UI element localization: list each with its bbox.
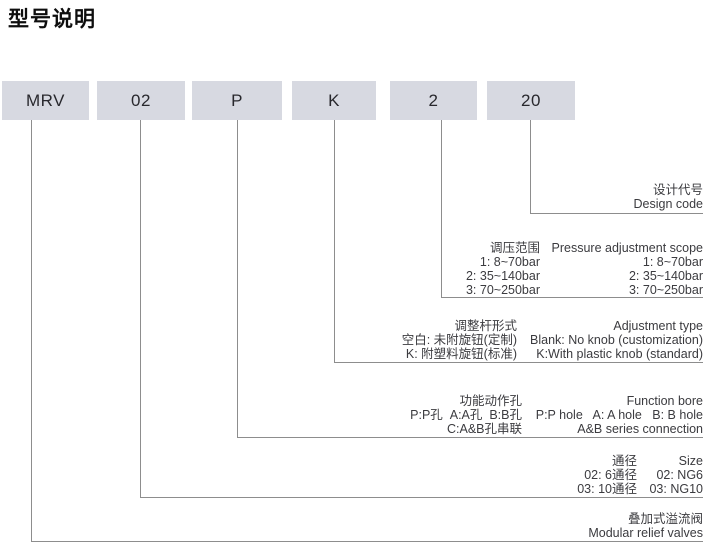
function-bore-header: 功能动作孔 Function bore bbox=[410, 394, 703, 408]
pressure-header: 调压范围 Pressure adjustment scope bbox=[466, 241, 703, 255]
connector-hline-function-bore bbox=[237, 437, 703, 438]
size-row-2: 03: 10通径 03: NG10 bbox=[577, 482, 703, 496]
pressure-row-3-cn: 3: 70~250bar bbox=[465, 283, 540, 297]
product-label-cn: 叠加式溢流阀 bbox=[627, 512, 703, 526]
section-pressure: 调压范围 Pressure adjustment scope 1: 8~70ba… bbox=[466, 241, 703, 297]
section-function-bore: 功能动作孔 Function bore P:P孔 A:A孔 B:B孔 P:P h… bbox=[410, 394, 703, 436]
connector-vline-k bbox=[334, 120, 335, 362]
adjustment-row-2-en: K:With plastic knob (standard) bbox=[536, 347, 703, 361]
pressure-row-1-cn: 1: 8~70bar bbox=[479, 255, 540, 269]
model-box-k: K bbox=[292, 81, 376, 120]
function-bore-row-2-cn: C:A&B孔串联 bbox=[446, 422, 522, 436]
function-bore-row-1: P:P孔 A:A孔 B:B孔 P:P hole A: A hole B: B h… bbox=[410, 408, 703, 422]
size-row-2-en: 03: NG10 bbox=[649, 482, 703, 496]
product-label-en: Modular relief valves bbox=[588, 526, 703, 540]
adjustment-row-2-cn: K: 附塑料旋钮(标准) bbox=[405, 347, 517, 361]
connector-hline-size bbox=[140, 497, 703, 498]
connector-vline-20 bbox=[530, 120, 531, 213]
section-product: 叠加式溢流阀 Modular relief valves bbox=[588, 512, 703, 540]
pressure-row-1: 1: 8~70bar 1: 8~70bar bbox=[466, 255, 703, 269]
model-box-2: 2 bbox=[390, 81, 477, 120]
design-code-label-en: Design code bbox=[633, 197, 704, 211]
connector-hline-design-code bbox=[530, 213, 703, 214]
size-header-en: Size bbox=[678, 454, 703, 468]
pressure-row-1-en: 1: 8~70bar bbox=[642, 255, 703, 269]
size-row-1: 02: 6通径 02: NG6 bbox=[577, 468, 703, 482]
model-box-mrv: MRV bbox=[2, 81, 89, 120]
connector-vline-p bbox=[237, 120, 238, 437]
adjustment-row-2: K: 附塑料旋钮(标准) K:With plastic knob (standa… bbox=[402, 347, 703, 361]
adjustment-header-cn: 调整杆形式 bbox=[454, 319, 517, 333]
size-header-cn: 通径 bbox=[611, 454, 637, 468]
pressure-row-2-en: 2: 35~140bar bbox=[628, 269, 703, 283]
connector-hline-product bbox=[31, 541, 703, 542]
adjustment-header-en: Adjustment type bbox=[613, 319, 703, 333]
pressure-header-cn: 调压范围 bbox=[489, 241, 540, 255]
function-bore-row-1-en: P:P hole A: A hole B: B hole bbox=[535, 408, 703, 422]
section-adjustment: 调整杆形式 Adjustment type 空白: 未附旋钮(定制) Blank… bbox=[402, 319, 703, 361]
connector-hline-pressure bbox=[441, 297, 703, 298]
adjustment-row-1: 空白: 未附旋钮(定制) Blank: No knob (customizati… bbox=[402, 333, 703, 347]
section-size: 通径 Size 02: 6通径 02: NG6 03: 10通径 03: NG1… bbox=[577, 454, 703, 496]
pressure-row-2: 2: 35~140bar 2: 35~140bar bbox=[466, 269, 703, 283]
function-bore-header-en: Function bore bbox=[626, 394, 703, 408]
function-bore-row-2: C:A&B孔串联 A&B series connection bbox=[410, 422, 703, 436]
model-box-p: P bbox=[192, 81, 282, 120]
section-design-code: 设计代号 Design code bbox=[634, 183, 704, 211]
connector-hline-adjustment bbox=[334, 362, 703, 363]
size-row-2-cn: 03: 10通径 bbox=[577, 482, 637, 496]
page-title: 型号说明 bbox=[8, 8, 96, 31]
model-box-20: 20 bbox=[487, 81, 575, 120]
pressure-row-2-cn: 2: 35~140bar bbox=[465, 269, 540, 283]
function-bore-row-2-en: A&B series connection bbox=[577, 422, 703, 436]
design-code-label-cn: 设计代号 bbox=[652, 183, 703, 197]
size-row-1-cn: 02: 6通径 bbox=[584, 468, 637, 482]
pressure-header-en: Pressure adjustment scope bbox=[551, 241, 703, 255]
pressure-row-3-en: 3: 70~250bar bbox=[628, 283, 703, 297]
adjustment-row-1-cn: 空白: 未附旋钮(定制) bbox=[401, 333, 517, 347]
connector-vline-02 bbox=[140, 120, 141, 497]
connector-vline-2 bbox=[441, 120, 442, 297]
adjustment-header: 调整杆形式 Adjustment type bbox=[402, 319, 703, 333]
model-box-02: 02 bbox=[97, 81, 185, 120]
size-row-1-en: 02: NG6 bbox=[656, 468, 703, 482]
size-header: 通径 Size bbox=[577, 454, 703, 468]
adjustment-row-1-en: Blank: No knob (customization) bbox=[530, 333, 703, 347]
function-bore-header-cn: 功能动作孔 bbox=[459, 394, 522, 408]
connector-vline-mrv bbox=[31, 120, 32, 541]
function-bore-row-1-cn: P:P孔 A:A孔 B:B孔 bbox=[410, 408, 522, 422]
pressure-row-3: 3: 70~250bar 3: 70~250bar bbox=[466, 283, 703, 297]
